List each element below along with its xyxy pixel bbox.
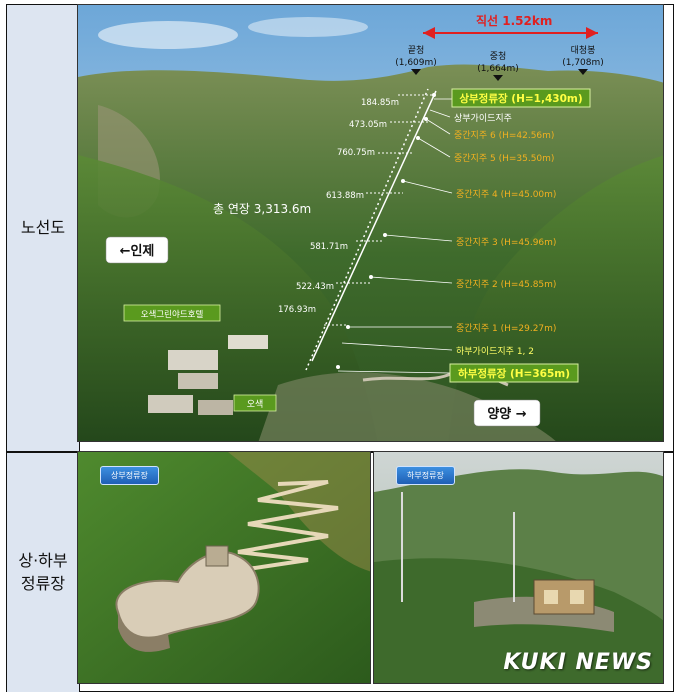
segment-length-3: 760.75m (337, 148, 375, 158)
tower-3-label: 중간지주 3 (H=45.96m) (456, 237, 556, 248)
segment-length-2: 473.05m (349, 120, 387, 130)
osaek-label: 오색 (247, 399, 264, 410)
tower-5-leader (417, 137, 451, 158)
lower-station-box (449, 363, 579, 383)
peak-marker-jungcheong (493, 75, 503, 81)
row-label-route-map: 노선도 (7, 5, 80, 451)
segment-length-1: 184.85m (361, 98, 399, 108)
lower-guide-label: 하부가이드지주 1, 2 (456, 346, 534, 357)
upper-station-dot (432, 93, 436, 97)
tower-5-dot (416, 136, 420, 140)
peak-marker-kkeutcheong (411, 69, 421, 75)
tower-5-label: 중간지주 5 (H=35.50m) (454, 153, 554, 164)
peak-name-kkeutcheong: 끝청 (408, 45, 425, 56)
tower-4-leader (402, 180, 453, 194)
peak-name-daecheongbong: 대청봉 (571, 45, 596, 56)
tower-2-label: 중간지주 2 (H=45.85m) (456, 279, 556, 290)
inje-direction-box (105, 236, 169, 264)
total-length-dotted-line (305, 88, 429, 371)
tower-6-leader (425, 118, 451, 135)
tower-6-dot (424, 117, 428, 121)
upper-station-badge: 상부정류장 (100, 466, 159, 485)
upper-station-box (451, 88, 591, 108)
lower-station-render: 하부정류장 KUKI NEWS (373, 451, 664, 684)
inje-direction-label: ←인제 (120, 243, 155, 259)
lower-station-badge: 하부정류장 (396, 466, 455, 485)
upper-station-building (115, 551, 260, 639)
tower-3-dot (383, 233, 387, 237)
hiking-trail (227, 480, 339, 574)
route-map-image: 직선 1.52km 끝청 (1,609m) 중청 (1,664m) 대청봉 (1… (77, 4, 664, 442)
tower-2-leader (370, 276, 453, 284)
row-label-stations-line2: 정류장 (20, 574, 66, 593)
tower-4-dot (401, 179, 405, 183)
cable-route-line (311, 90, 437, 362)
kuki-news-watermark: KUKI NEWS (503, 650, 653, 675)
peak-marker-daecheongbong (578, 69, 588, 75)
peak-elev-kkeutcheong: (1,609m) (395, 58, 437, 68)
yangyang-direction-box (473, 399, 541, 427)
tower-2-dot (369, 275, 373, 279)
segment-length-6: 522.43m (296, 282, 334, 292)
row-label-stations: 상·하부 정류장 (7, 452, 80, 692)
upper-station-label: 상부정류장 (H=1,430m) (459, 92, 582, 105)
peak-name-jungcheong: 중청 (490, 51, 507, 62)
row-label-stations-line1: 상·하부 (18, 550, 68, 570)
peak-elev-daecheongbong: (1,708m) (562, 58, 604, 68)
upper-guide-label: 상부가이드지주 (454, 113, 512, 124)
upper-guide-leader (429, 109, 451, 118)
tower-1-label: 중간지주 1 (H=29.27m) (456, 323, 556, 334)
tower-4-label: 중간지주 4 (H=45.00m) (456, 189, 556, 200)
hotel-label-box (123, 304, 221, 322)
lower-station-building (533, 579, 595, 615)
tower-6-label: 중간지주 6 (H=42.56m) (454, 130, 554, 141)
lower-station-leader (337, 370, 451, 374)
yangyang-direction-label: 양양 → (487, 407, 526, 422)
straight-distance-label: 직선 1.52km (476, 13, 552, 28)
route-table: 노선도 상·하부 정류장 (6, 4, 674, 692)
lower-station-label: 하부정류장 (H=365m) (458, 367, 570, 380)
lower-station-dot (336, 365, 340, 369)
row-label-route-map-text: 노선도 (20, 218, 66, 238)
lower-guide-leader (341, 342, 453, 351)
segment-length-5: 581.71m (310, 242, 348, 252)
hotel-label: 오색그린야드호텔 (141, 309, 204, 320)
tower-3-leader (384, 234, 453, 242)
upper-station-render: 상부정류장 (77, 451, 371, 684)
segment-length-7: 176.93m (278, 305, 316, 315)
osaek-label-box (233, 394, 277, 412)
segment-length-4: 613.88m (326, 191, 364, 201)
peak-elev-jungcheong: (1,664m) (477, 64, 519, 74)
total-length-label: 총 연장 3,313.6m (213, 202, 311, 216)
tower-1-dot (346, 325, 350, 329)
